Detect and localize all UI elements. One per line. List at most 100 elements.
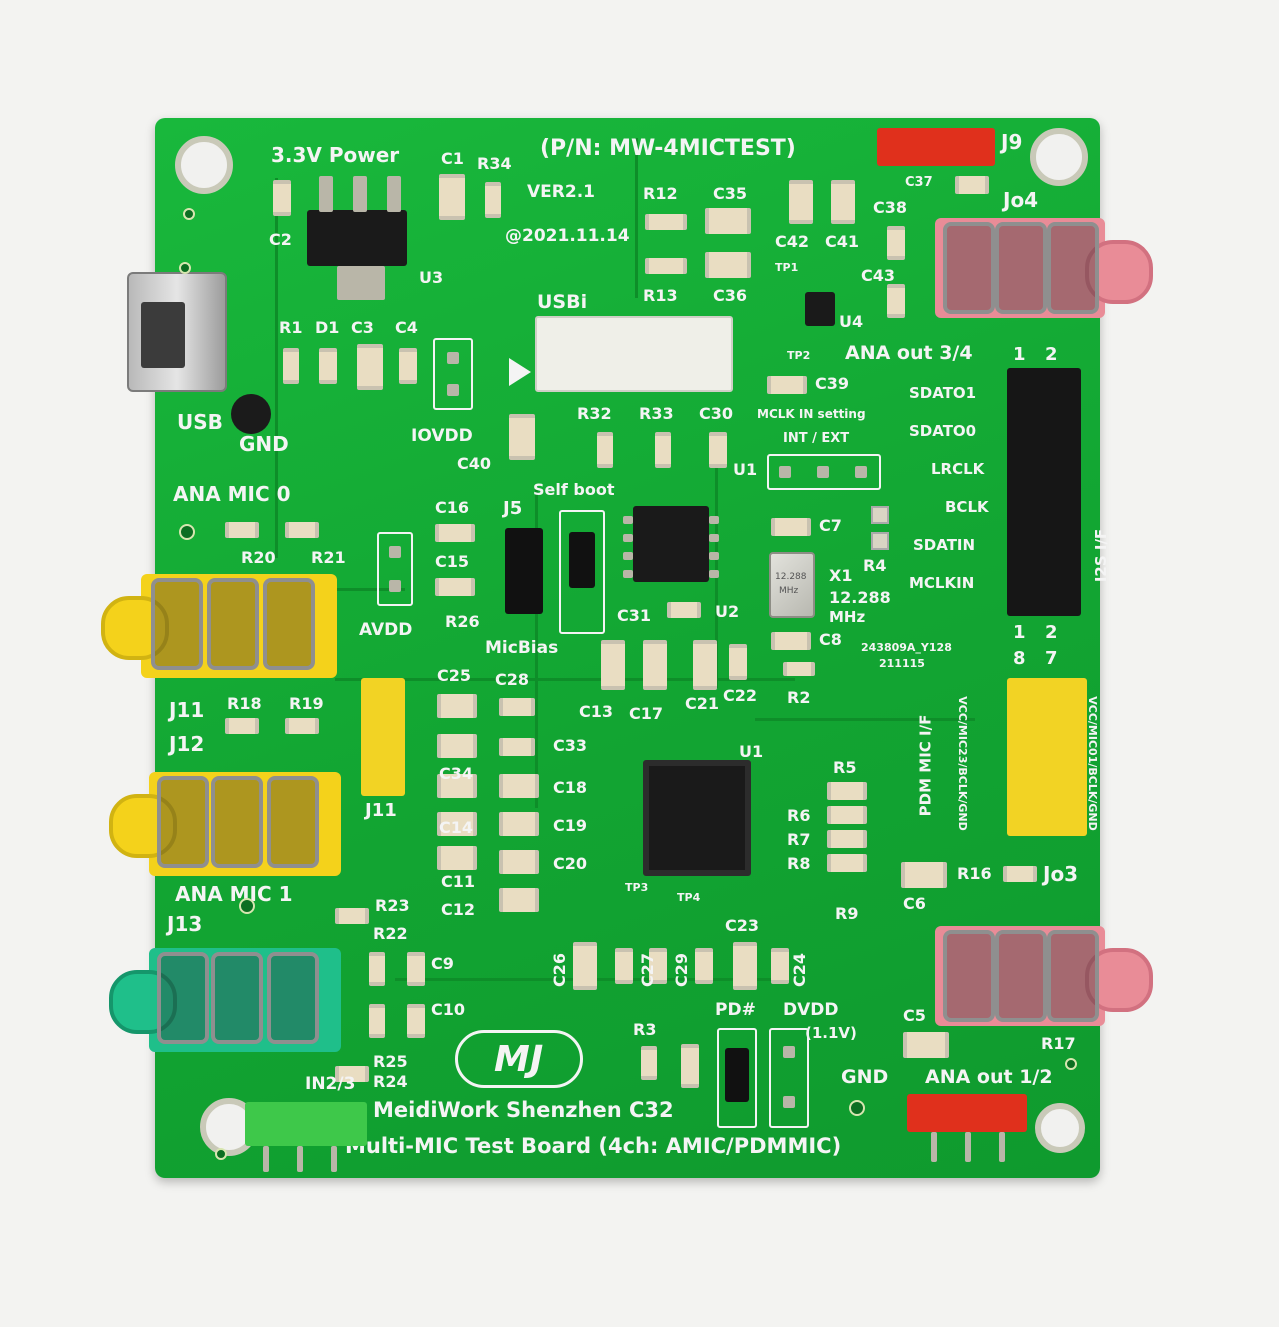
usb-label: USB	[177, 410, 223, 434]
resistor	[335, 1066, 369, 1082]
capacitor	[499, 850, 539, 874]
capacitor	[435, 578, 475, 596]
pin	[447, 384, 459, 396]
trace	[755, 718, 975, 721]
jo4-audio-jack[interactable]	[935, 218, 1153, 318]
maker-label: MeidiWork Shenzhen C32	[373, 1098, 674, 1122]
capacitor	[407, 952, 425, 986]
i2s-pin-label: BCLK	[945, 498, 989, 516]
jack-contact	[943, 930, 995, 1022]
refdes: D1	[315, 318, 340, 337]
refdes: C6	[903, 894, 926, 913]
refdes: R26	[445, 612, 480, 631]
i2s-pin-label: MCLKIN	[909, 574, 975, 592]
jack-contact	[157, 776, 209, 868]
i2s-header[interactable]	[1007, 368, 1081, 616]
usbi-header[interactable]	[535, 316, 733, 392]
capacitor	[437, 774, 477, 798]
j13-audio-jack[interactable]	[109, 948, 341, 1052]
j9-header[interactable]	[877, 128, 995, 166]
refdes: J11	[169, 698, 205, 722]
refdes: U1	[733, 460, 758, 479]
pin-number: 1	[1013, 344, 1026, 365]
pdm-mic-header[interactable]	[1007, 678, 1087, 836]
refdes: R7	[787, 830, 811, 849]
self-boot-label: Self boot	[533, 480, 615, 499]
in23-green-header[interactable]	[245, 1102, 367, 1146]
jo3-audio-jack[interactable]	[935, 926, 1153, 1026]
self-boot-jumper[interactable]	[559, 510, 605, 634]
gnd-test-loop	[231, 394, 271, 434]
pd-jumper[interactable]	[717, 1028, 757, 1128]
resistor	[641, 1046, 657, 1080]
jack-contact	[995, 222, 1047, 314]
refdes: R5	[833, 758, 857, 777]
resistor	[645, 258, 687, 274]
jack-port	[109, 794, 177, 858]
pin	[297, 1146, 303, 1172]
refdes: C43	[861, 266, 896, 285]
capacitor	[499, 888, 539, 912]
refdes: C9	[431, 954, 454, 973]
capacitor	[771, 518, 811, 536]
j11-yellow-header[interactable]	[361, 678, 405, 796]
resistor	[597, 432, 613, 468]
resistor	[827, 854, 867, 872]
pin	[623, 570, 633, 578]
refdes: C42	[775, 232, 810, 251]
usbi-label: USBi	[537, 291, 588, 313]
pin	[783, 1046, 795, 1058]
refdes: C17	[629, 704, 664, 723]
refdes: C31	[617, 606, 652, 625]
ana-out12-header[interactable]	[907, 1094, 1027, 1132]
dvdd-header[interactable]	[769, 1028, 809, 1128]
capacitor	[357, 344, 383, 390]
dvdd-label: DVDD	[783, 1000, 839, 1020]
avdd-header[interactable]	[377, 532, 413, 606]
refdes: C21	[685, 694, 720, 713]
i2s-pin-label: SDATO1	[909, 384, 977, 402]
jack-contact	[211, 776, 263, 868]
capacitor	[705, 208, 751, 234]
mclk-select-header[interactable]	[767, 454, 881, 490]
j11-audio-jack[interactable]	[101, 574, 337, 678]
j5-jumper[interactable]	[505, 528, 543, 614]
capacitor	[887, 284, 905, 318]
resistor	[827, 830, 867, 848]
iovdd-header[interactable]	[433, 338, 473, 410]
crystal-marking: 12.288	[775, 572, 807, 582]
refdes: R22	[373, 924, 408, 943]
refdes: R18	[227, 694, 262, 713]
refdes: C4	[395, 318, 418, 337]
pin-number: 7	[1045, 648, 1058, 669]
refdes: C5	[903, 1006, 926, 1025]
refdes: TP3	[625, 881, 649, 894]
trace	[715, 438, 718, 688]
crystal-unit: MHz	[779, 586, 799, 596]
j12-audio-jack[interactable]	[109, 772, 341, 876]
refdes: R32	[577, 404, 612, 423]
capacitor	[693, 640, 717, 690]
refdes: C34	[439, 764, 474, 783]
capacitor	[771, 948, 789, 984]
capacitor	[887, 226, 905, 260]
capacitor	[681, 1044, 699, 1088]
refdes: C41	[825, 232, 860, 251]
refdes: C30	[699, 404, 734, 423]
logo-text: MJ	[494, 1039, 544, 1080]
capacitor	[509, 414, 535, 460]
refdes: R25	[373, 1052, 408, 1071]
trace	[635, 138, 638, 298]
capacitor	[499, 738, 535, 756]
resistor	[655, 432, 671, 468]
micro-usb-connector[interactable]	[127, 272, 227, 392]
jack-contact	[207, 578, 259, 670]
pdm-label: PDM MIC I/F	[916, 714, 935, 817]
resistor	[225, 522, 259, 538]
capacitor	[499, 698, 535, 716]
pcb-board: 3.3V Power (P/N: MW-4MICTEST) VER2.1 @20…	[101, 118, 1153, 1178]
refdes: TP4	[677, 891, 701, 904]
ana-mic1-label: ANA MIC 1	[175, 882, 293, 906]
resistor	[335, 908, 369, 924]
jack-contact	[211, 952, 263, 1044]
